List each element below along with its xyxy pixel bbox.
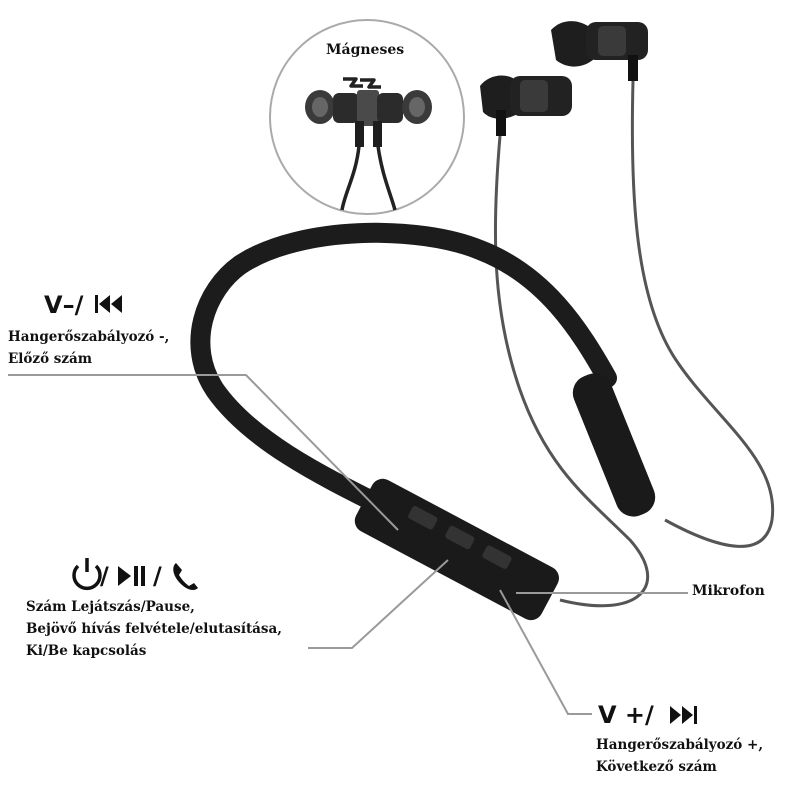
earbuds [480,21,648,136]
play-pause-line-3: Ki/Be kapcsolás [26,643,147,659]
play-separator-2: / [153,562,162,590]
previous-track-icon [95,295,122,313]
magnet-icon [343,77,381,89]
volume-down-title: V–/ [44,291,84,319]
cable-right [630,80,775,548]
neckband [190,222,617,515]
volume-down-line-1: Hangerőszabályozó -, [8,329,170,345]
right-pod [572,373,656,517]
volume-up-line-1: Hangerőszabályozó +, [596,737,764,753]
next-track-icon [670,706,697,724]
microphone-label: Mikrofon [692,583,765,599]
magnet-earbuds [305,90,432,211]
phone-icon [173,563,198,590]
volume-up-line-2: Következő szám [596,759,717,775]
power-icon [72,558,102,591]
play-pause-line-1: Szám Lejátszás/Pause, [26,599,195,615]
play-pause-line-2: Bejövő hívás felvétele/elutasítása, [26,621,282,637]
magnet-detail [269,19,465,215]
play-pause-icon [118,566,145,586]
leader-lines [8,374,688,715]
volume-up-title: V +/ [598,701,654,729]
play-separator-1: / [100,562,109,590]
cable-left [493,135,650,608]
control-module [354,478,559,621]
magnet-label: Mágneses [326,42,405,58]
volume-down-line-2: Előző szám [8,351,93,367]
